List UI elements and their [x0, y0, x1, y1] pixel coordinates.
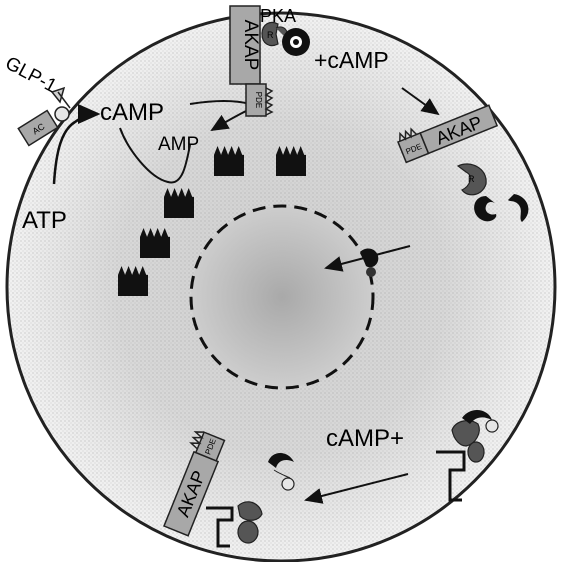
ac-enzyme — [17, 109, 59, 147]
akap-top-label: AKAP — [240, 20, 261, 71]
pde-top-box — [245, 83, 267, 117]
glp1-ligand-icon — [50, 86, 66, 104]
pde-bottom-box — [194, 431, 226, 462]
bottom-step-anchor-group — [206, 501, 263, 548]
glp1-receptor-group: AC — [17, 86, 71, 147]
camp-degradation-loop — [119, 127, 191, 184]
pde-right-teeth-icon — [399, 127, 418, 142]
pde-top-teeth-icon — [264, 87, 274, 116]
camp-top-label: cAMP — [100, 99, 164, 126]
r-subunit-right-icon: R — [456, 163, 487, 196]
pka-holoenzyme-icon: R — [261, 21, 310, 56]
camp-plus-label: cAMP+ — [326, 425, 404, 452]
g-protein-icon — [54, 106, 70, 122]
camp-crescent-icon — [508, 194, 529, 222]
atp-to-camp-arrow — [52, 104, 101, 185]
bottom-anchor-step-icon — [206, 506, 234, 548]
pde-top-label: PDE — [254, 92, 263, 108]
pka-label: PKA — [260, 6, 296, 26]
plus-camp-label: +cAMP — [314, 47, 389, 73]
nuclear-complex-icon — [360, 248, 379, 277]
bottom-right-complex — [436, 409, 499, 502]
amp-label: AMP — [158, 134, 199, 155]
pde-to-amp-arrow — [210, 109, 249, 132]
r-top-label: R — [267, 30, 274, 40]
akap-top-box — [229, 5, 261, 85]
bottom-right-to-left-arrow — [304, 473, 409, 504]
free-camp-pair-icon — [268, 453, 295, 491]
catalytic-subunit-icon — [474, 196, 497, 222]
top-to-right-arrow — [401, 87, 440, 116]
r-right-label: R — [468, 174, 475, 184]
glp1-label: GLP-1 — [2, 53, 60, 97]
anchor-step-icon — [436, 450, 466, 502]
pde-bottom-teeth-icon — [189, 431, 205, 450]
akap-right-box — [419, 104, 499, 155]
atp-label: ATP — [22, 207, 67, 234]
nucleus — [189, 204, 375, 390]
akap-top-complex: AKAP PDE — [229, 5, 274, 117]
